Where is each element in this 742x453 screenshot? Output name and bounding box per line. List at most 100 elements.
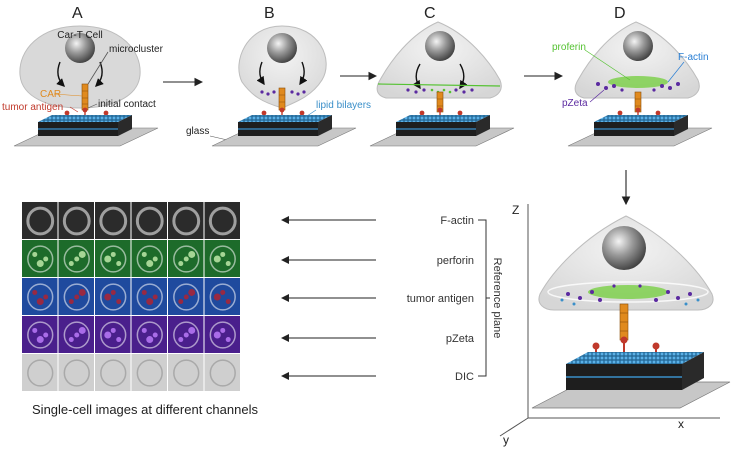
signal-spot (141, 251, 147, 257)
car-label: CAR (40, 89, 61, 100)
lipid-top-3d (566, 352, 704, 364)
cell-outline (136, 283, 163, 311)
panel-a-letter: A (72, 5, 83, 22)
cell-outline (27, 245, 54, 273)
proferin-cluster (608, 76, 668, 88)
channel-label: perforin (437, 255, 474, 267)
cell-outline (136, 359, 163, 387)
cart-cell-body (19, 25, 141, 109)
signal-spot (188, 250, 196, 258)
panel-d: D proferin F-actin pZeta (552, 5, 713, 147)
lipid-bilayers-label: lipid bilayers (316, 100, 371, 111)
signal-spot (146, 260, 154, 268)
signal-spot (36, 298, 44, 306)
signal-spot (225, 337, 231, 343)
microcluster-label: microcluster (109, 44, 164, 55)
signal-spot (78, 288, 86, 296)
cell-outline (63, 245, 90, 273)
glass-label: glass (186, 126, 209, 137)
cell-outline (209, 359, 236, 387)
cell-outline (173, 245, 200, 273)
grid-caption: Single-cell images at different channels (32, 402, 258, 417)
cell-outline (173, 283, 200, 311)
signal-spot (104, 331, 112, 339)
nucleus (65, 33, 95, 63)
cell-outline (209, 321, 236, 349)
cell-outline (209, 245, 236, 273)
y-axis-label: y (503, 433, 509, 447)
signal-spot (213, 293, 221, 301)
signal-spot (78, 250, 86, 258)
cell-outline (173, 359, 200, 387)
signal-spot (32, 251, 38, 257)
cell-outline (26, 206, 55, 236)
signal-spot (110, 289, 116, 295)
signal-spot (36, 260, 44, 268)
cart-cell-label: Car-T Cell (57, 30, 102, 41)
signal-spot (116, 299, 122, 305)
cell-outline (208, 206, 237, 236)
signal-spot (188, 326, 196, 334)
cell-outline (136, 245, 163, 273)
reference-plane-label: Reference plane (491, 258, 503, 339)
reference-plane-brace (478, 219, 490, 377)
cell-outline (135, 206, 164, 236)
panel-d-letter: D (614, 5, 626, 22)
initial-contact-label: initial contact (98, 99, 156, 110)
cell-outline (100, 283, 127, 311)
cell-outline (209, 283, 236, 311)
cell-outline (27, 359, 54, 387)
signal-spot (178, 261, 184, 267)
cell-outline (27, 283, 54, 311)
signal-spot (68, 299, 74, 305)
cell-outline (100, 359, 127, 387)
signal-spot (213, 255, 221, 263)
signal-spot (188, 288, 196, 296)
signal-spot (68, 337, 74, 343)
panel-c-letter: C (424, 5, 436, 22)
signal-spot (110, 327, 116, 333)
signal-spot (116, 261, 122, 267)
x-axis-label: x (678, 417, 684, 431)
signal-spot (220, 289, 226, 295)
panel-3d: Z x y (499, 203, 731, 447)
signal-spot (43, 332, 49, 338)
signal-spot (110, 251, 116, 257)
signal-spot (43, 256, 49, 262)
signal-spot (183, 256, 189, 262)
proferin-cluster-3d (588, 285, 668, 299)
car-receptor (81, 83, 89, 111)
signal-spot (104, 255, 112, 263)
signal-spot (225, 261, 231, 267)
signal-spot (220, 327, 226, 333)
signal-spot (178, 337, 184, 343)
channel-label: DIC (455, 371, 474, 383)
lipid-top-a (38, 115, 132, 122)
z-axis-label: Z (512, 203, 519, 217)
signal-spot (183, 294, 189, 300)
y-axis (499, 417, 529, 437)
left-curved-arrow (56, 61, 65, 87)
signal-spot (74, 332, 80, 338)
signal-spot (116, 337, 122, 343)
cell-outline (63, 359, 90, 387)
nucleus-3d (602, 226, 646, 270)
signal-spot (78, 326, 86, 334)
panel-b-letter: B (264, 5, 275, 22)
cell-outline (63, 283, 90, 311)
cell-outline (173, 321, 200, 349)
panel-a: A Car-T Cell microcluster CAR tumor anti… (2, 5, 237, 147)
cell-outline (100, 245, 127, 273)
signal-spot (36, 336, 44, 344)
signal-spot (225, 299, 231, 305)
cell-outline (100, 321, 127, 349)
channel-label: tumor antigen (407, 293, 474, 305)
signal-spot (141, 327, 147, 333)
panel-b: B lipid bilayers (211, 5, 371, 147)
signal-spot (220, 251, 226, 257)
cell-outline (99, 206, 128, 236)
signal-spot (146, 298, 154, 306)
